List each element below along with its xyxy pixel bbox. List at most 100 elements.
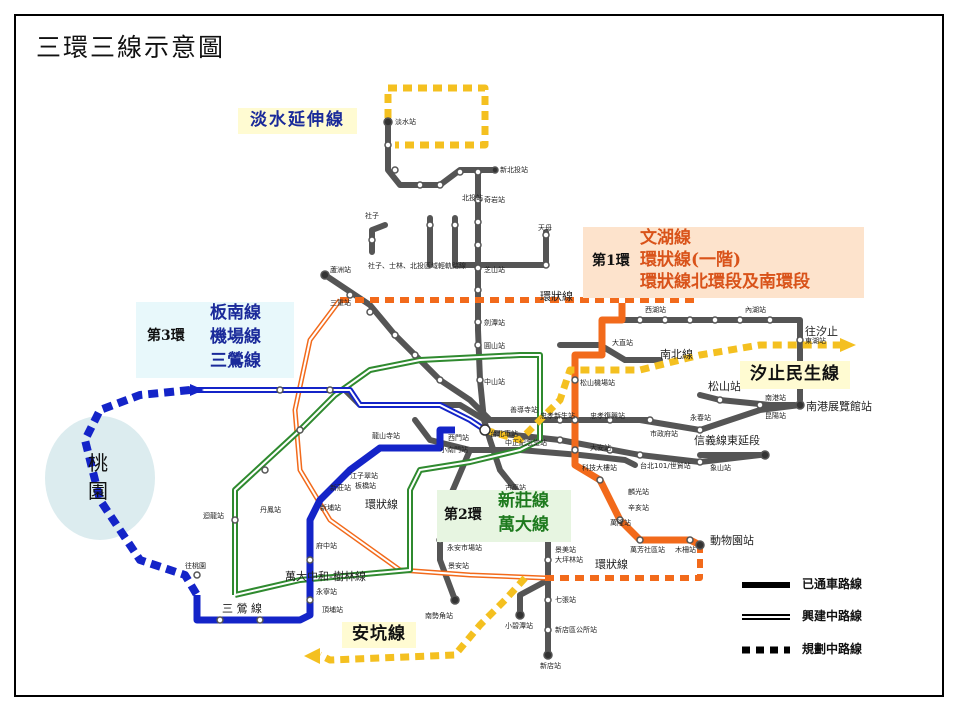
ring1-line-3: 環狀線北環段及南環段 xyxy=(640,272,810,292)
station-label: 中山站 xyxy=(484,377,505,386)
station-label: 小碧潭站 xyxy=(505,621,533,630)
station-label: 南港站 xyxy=(765,393,786,402)
shezi-lrt-label: 社子、士林、北投區域輕軌路線 xyxy=(368,261,466,270)
station-label: 大坪林站 xyxy=(555,555,583,564)
station-label: 社子 xyxy=(365,211,379,220)
station-names: 淡水站 北投站 奇岩站 新北投站 社子 天母 芝山站 劍潭站 圓山站 中山站 蘆… xyxy=(203,117,872,670)
station-label: 善導寺站 xyxy=(510,405,538,414)
station-label: 景安站 xyxy=(448,561,469,570)
station-label: 府中站 xyxy=(316,541,337,550)
page-title: 三環三線示意圖 xyxy=(36,33,226,62)
station-label: 松山站 xyxy=(708,379,741,393)
station-label: 景美站 xyxy=(555,545,576,554)
station-label: 圓山站 xyxy=(484,341,505,350)
ring-line-label-left: 環狀線 xyxy=(365,497,398,511)
station-label: 萬隆站 xyxy=(610,518,631,527)
blue-lines xyxy=(81,384,487,624)
xizhi-arrow xyxy=(840,338,856,352)
ring1-line-1: 文湖線 xyxy=(640,228,691,248)
station-label: 劍潭站 xyxy=(484,318,505,327)
station-label: 東湖站 xyxy=(805,336,826,345)
station-dots xyxy=(193,117,805,660)
station-label: 科技大樓站 xyxy=(582,463,617,472)
station-label: 淡水站 xyxy=(395,117,416,126)
route-labels: 南北線 信義線東延段 環狀線 環狀線 環狀線 萬大中和-樹林線 三 鶯 線 社子… xyxy=(185,261,838,615)
station-label: 象山站 xyxy=(710,463,731,472)
ring3-line-1: 板南線 xyxy=(210,303,261,323)
station-label: 迴龍站 xyxy=(203,511,224,520)
station-label: 南勢角站 xyxy=(425,611,453,620)
station-label: 芝山站 xyxy=(484,265,505,274)
station-label: 內湖站 xyxy=(745,305,766,314)
station-label: 丹鳳站 xyxy=(260,505,281,514)
ring-line-label-top: 環狀線 xyxy=(540,289,573,303)
station-label: 古亭站 xyxy=(505,483,526,492)
station-label: 永安市場站 xyxy=(447,543,482,552)
legend-planned: 規劃中路線 xyxy=(802,642,863,656)
station-label: 萬芳社區站 xyxy=(630,545,665,554)
ring1-box xyxy=(583,227,864,298)
ankeng-arrow xyxy=(304,648,320,664)
station-label: 新莊站 xyxy=(330,483,351,492)
legend-construction: 興建中路線 xyxy=(802,609,863,623)
ring2-line-2: 萬大線 xyxy=(498,515,549,535)
danshui-ext-label: 淡水延伸線 xyxy=(238,108,357,134)
station-label: 新北投站 xyxy=(500,165,528,174)
station-label: 小南門站 xyxy=(440,445,468,454)
station-label: 板橋站 xyxy=(355,481,376,490)
station-label: 天母 xyxy=(538,224,552,232)
station-label: 台北101/世貿站 xyxy=(640,461,691,470)
station-label: 頂埔站 xyxy=(322,605,343,614)
sanying-line-label: 三 鶯 線 xyxy=(222,601,262,615)
station-label: 麟光站 xyxy=(628,487,649,496)
green-lines xyxy=(232,352,543,598)
nanbei-line-label: 南北線 xyxy=(660,347,693,361)
station-label: 忠孝新生站 xyxy=(540,411,575,420)
ring2-box xyxy=(437,490,571,542)
ring3-number: 第3環 xyxy=(147,328,185,344)
station-label: 永寧站 xyxy=(316,587,337,596)
ankeng-label: 安坑線 xyxy=(342,622,416,648)
station-label: 昆陽站 xyxy=(765,411,786,420)
station-label: 動物園站 xyxy=(710,533,754,547)
station-label: 新店區公所站 xyxy=(555,625,597,634)
ring3-line-3: 三鶯線 xyxy=(210,351,261,371)
ring-line-label-bottom: 環狀線 xyxy=(595,557,628,571)
station-label: 木柵站 xyxy=(675,545,696,554)
station-label: 松山機場站 xyxy=(580,378,615,387)
to-xizhi-label: 往汐止 xyxy=(805,324,838,338)
station-label: 奇岩站 xyxy=(484,195,505,204)
ring2-line-1: 新莊線 xyxy=(498,491,549,511)
ring3-line-2: 機場線 xyxy=(210,327,261,347)
legend-opened: 已通車路線 xyxy=(802,577,863,591)
taoyuan-label-2: 園 xyxy=(88,479,108,503)
wenhu-line xyxy=(571,303,702,549)
station-label: 北投站 xyxy=(462,193,483,202)
station-label: 新埔站 xyxy=(320,503,341,512)
taoyuan-label-1: 桃 xyxy=(88,451,108,475)
station-label: 辛亥站 xyxy=(628,503,649,512)
ring-line xyxy=(292,297,703,581)
station-label: 七張站 xyxy=(555,595,576,604)
station-label: 大直站 xyxy=(612,338,633,347)
ring2-number: 第2環 xyxy=(444,507,482,523)
station-label: 忠孝復興站 xyxy=(590,411,625,420)
station-label: 南港展覽館站 xyxy=(806,399,872,413)
wanda-shulin-label: 萬大中和-樹林線 xyxy=(285,569,366,583)
xizhi-label: 汐止民生線 xyxy=(740,361,850,389)
station-label: 三重站 xyxy=(330,298,351,307)
station-label: 江子翠站 xyxy=(350,471,378,480)
legend-symbols xyxy=(742,582,790,654)
station-label: 中正紀念堂站 xyxy=(505,438,547,447)
yellow-lines xyxy=(318,84,840,664)
station-label: 永春站 xyxy=(690,413,711,422)
station-label: 大安站 xyxy=(590,443,611,452)
station-label: 西湖站 xyxy=(645,305,666,314)
ring3-box xyxy=(136,302,294,378)
xinyi-east-label: 信義線東延段 xyxy=(694,433,760,447)
ring1-line-2: 環狀線(一階) xyxy=(640,250,742,270)
station-label: 龍山寺站 xyxy=(372,431,400,440)
to-taoyuan-label: 往桃園 xyxy=(185,561,206,570)
ring1-number: 第1環 xyxy=(592,253,630,269)
